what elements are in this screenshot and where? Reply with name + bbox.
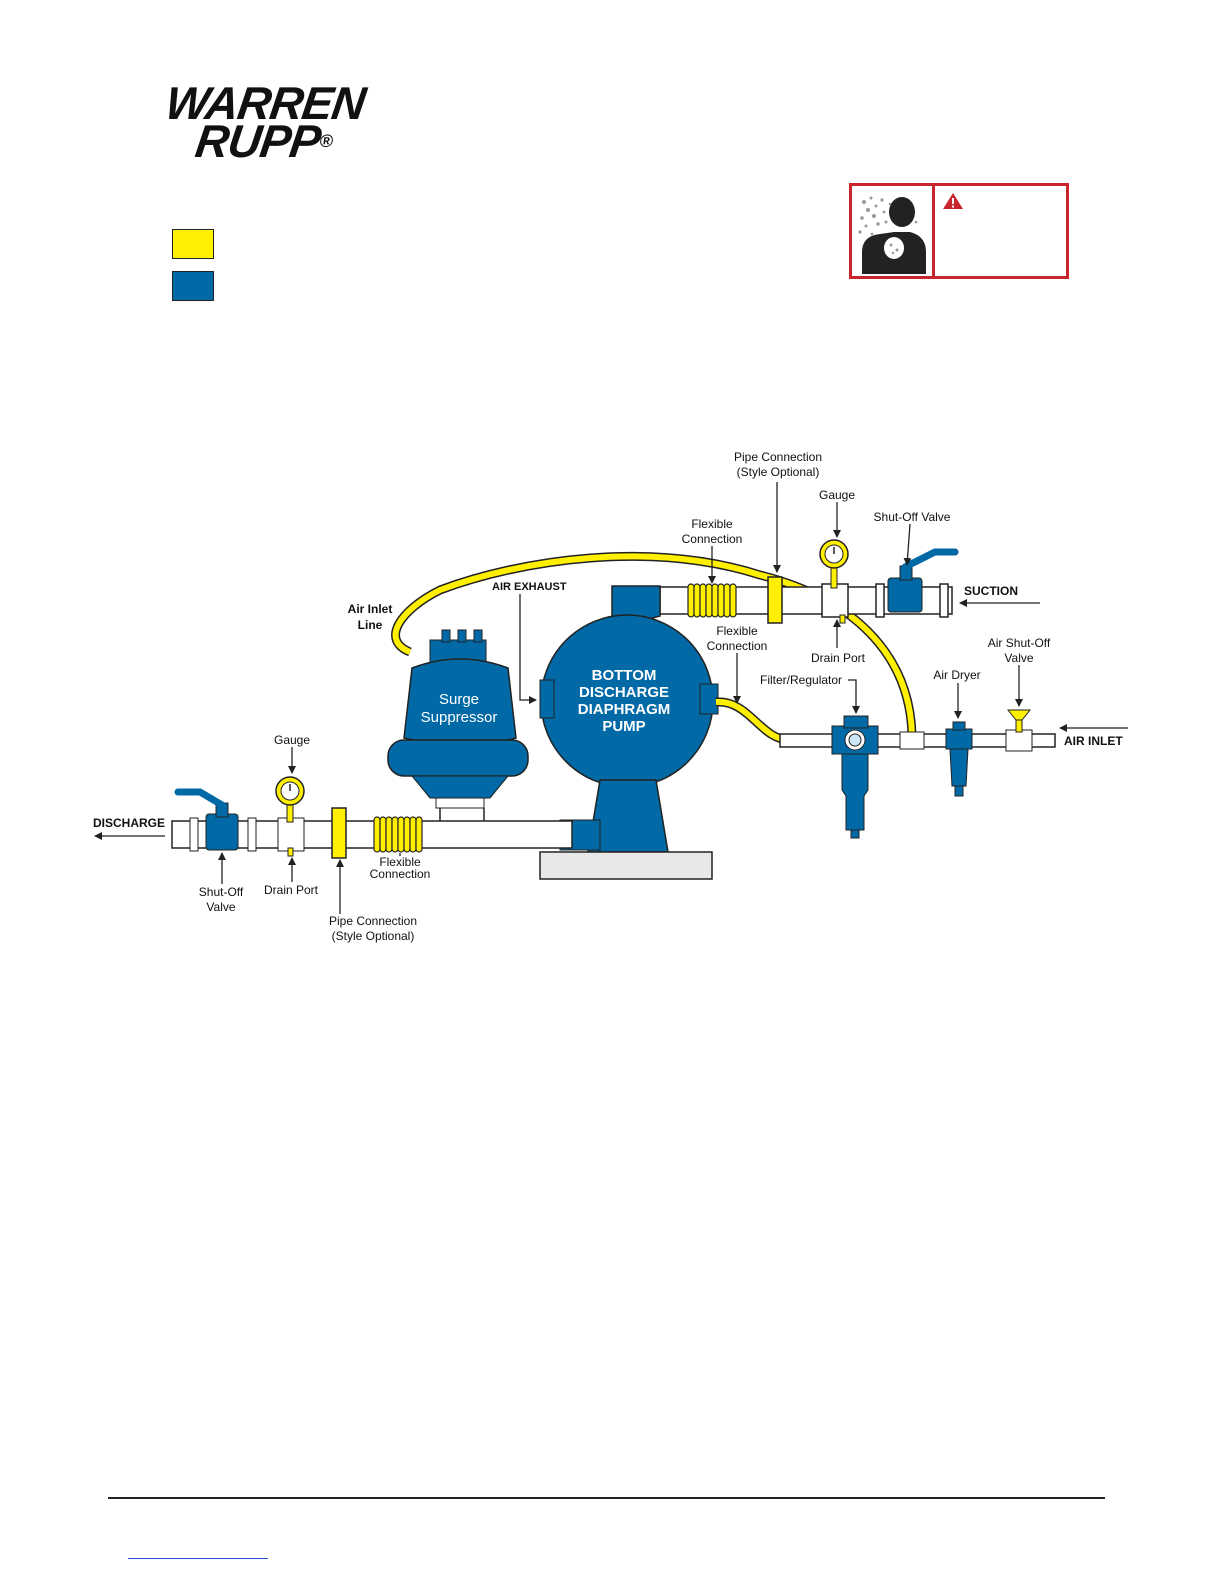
surge-label-2: Suppressor: [421, 709, 498, 726]
footer-link-underline[interactable]: [128, 1558, 268, 1559]
registered-mark: ®: [318, 131, 334, 151]
pump-label-3: DIAPHRAGM: [578, 701, 671, 718]
label-air-shutoff-1: Air Shut-Off: [988, 636, 1051, 650]
air-shutoff-valve: [1006, 709, 1032, 733]
inhalation-hazard-icon: [858, 196, 926, 274]
label-gauge-top: Gauge: [819, 488, 855, 502]
logo-line-2: RUPP: [192, 115, 324, 167]
label-pipe-connection-bottom-2: (Style Optional): [332, 929, 415, 943]
label-suction: SUCTION: [964, 584, 1018, 598]
label-flexible-mid-1: Flexible: [716, 624, 758, 638]
shutoff-valve-top: [887, 548, 959, 613]
label-shutoff-bottom-1: Shut-Off: [199, 885, 244, 899]
warning-triangle-icon: [943, 193, 963, 209]
warning-box: [849, 183, 1069, 279]
pipe-connection-bottom: [331, 807, 347, 859]
gauge-top: [819, 539, 849, 589]
surge-label-1: Surge: [439, 691, 479, 708]
footer-rule: [108, 1497, 1105, 1499]
legend-yellow-swatch: [172, 229, 214, 259]
warning-divider: [932, 186, 935, 276]
installation-diagram: BOTTOM DISCHARGE DIAPHRAGM PUMP Surge Su…: [93, 450, 1128, 943]
diaphragm-pump: [539, 585, 719, 853]
label-air-inlet-line-2: Line: [358, 618, 383, 632]
label-air-dryer: Air Dryer: [933, 668, 980, 682]
warren-rupp-logo: WARREN RUPP®: [162, 77, 392, 167]
label-drain-port-top: Drain Port: [811, 651, 866, 665]
label-pipe-connection-top-2: (Style Optional): [737, 465, 820, 479]
surge-suppressor: [387, 629, 529, 809]
label-discharge: DISCHARGE: [93, 816, 165, 830]
legend-blue-swatch: [172, 271, 214, 301]
pump-label-4: PUMP: [602, 718, 645, 735]
pipe-connection-top: [767, 576, 783, 624]
label-air-shutoff-2: Valve: [1004, 651, 1033, 665]
label-flexible-bottom-2: Connection: [370, 867, 431, 881]
pump-base: [539, 851, 713, 880]
label-pipe-connection-top-1: Pipe Connection: [734, 450, 822, 464]
label-air-inlet: AIR INLET: [1064, 734, 1123, 748]
flexible-connection-top: [687, 583, 737, 618]
label-flexible-top-1: Flexible: [691, 517, 733, 531]
pump-label-1: BOTTOM: [592, 667, 657, 684]
label-flexible-bottom-1: Flexible: [379, 855, 421, 869]
label-flexible-top-2: Connection: [682, 532, 743, 546]
gauge-bottom: [275, 776, 305, 823]
air-dryer: [945, 721, 973, 797]
label-filter-regulator: Filter/Regulator: [760, 673, 842, 687]
label-gauge-bottom: Gauge: [274, 733, 310, 747]
filter-regulator: [831, 715, 879, 839]
label-shutoff-valve-top: Shut-Off Valve: [874, 510, 951, 524]
label-shutoff-bottom-2: Valve: [206, 900, 235, 914]
shutoff-valve-bottom: [174, 788, 239, 851]
label-air-exhaust: AIR EXHAUST: [492, 581, 567, 593]
label-drain-port-bottom: Drain Port: [264, 883, 319, 897]
label-pipe-connection-bottom-1: Pipe Connection: [329, 914, 417, 928]
discharge-pipe: [171, 820, 573, 849]
label-air-inlet-line-1: Air Inlet: [348, 602, 393, 616]
flexible-connection-bottom: [373, 816, 423, 853]
label-flexible-mid-2: Connection: [707, 639, 768, 653]
pump-label-2: DISCHARGE: [579, 684, 669, 701]
